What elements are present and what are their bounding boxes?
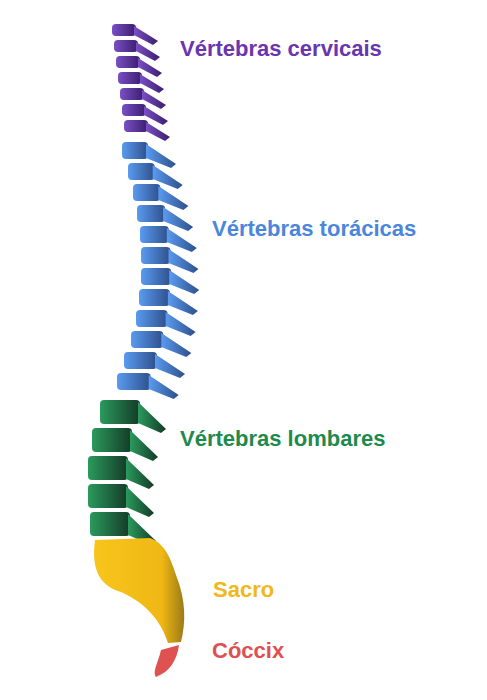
spinous-process — [130, 430, 158, 461]
spinous-process — [138, 58, 162, 77]
vertebra-body — [124, 120, 148, 132]
vertebra-body — [137, 205, 165, 222]
vertebra-body — [136, 310, 168, 327]
vertebra-body — [92, 428, 132, 452]
section-label: Sacro — [213, 577, 274, 603]
spinous-process — [168, 291, 198, 315]
spinous-process — [126, 486, 154, 517]
vertebra-body — [139, 289, 170, 306]
spinous-process — [149, 375, 179, 399]
spinous-process — [146, 122, 170, 141]
spinous-process — [142, 90, 166, 109]
vertebra-body — [88, 456, 128, 480]
spinous-process — [169, 249, 199, 273]
spinous-process — [134, 26, 158, 45]
spinous-process — [126, 458, 154, 489]
vertebra-body — [122, 104, 146, 116]
spinous-process — [166, 312, 196, 336]
vertebra-body — [117, 373, 151, 390]
vertebra-body — [114, 40, 138, 52]
vertebra-body — [118, 72, 142, 84]
section-label: Vértebras lombares — [180, 426, 385, 452]
vertebra-body — [90, 512, 130, 536]
spinous-process — [169, 270, 199, 294]
vertebra-body — [116, 56, 140, 68]
vertebra-body — [133, 184, 160, 201]
vertebra-body — [128, 163, 155, 180]
spinous-process — [138, 402, 166, 433]
spinous-process — [136, 42, 160, 61]
section-label: Vértebras torácicas — [212, 216, 416, 242]
section-label: Vértebras cervicais — [180, 36, 382, 62]
vertebra-body — [112, 24, 136, 36]
spinous-process — [155, 354, 185, 378]
spinous-process — [144, 106, 168, 125]
vertebra-body — [124, 352, 157, 369]
section-label: Cóccix — [212, 638, 284, 664]
vertebra-body — [141, 268, 171, 285]
vertebra-body — [100, 400, 140, 424]
vertebra-body — [141, 247, 171, 264]
spinous-process — [167, 228, 197, 252]
vertebra-body — [88, 484, 128, 508]
spinous-process — [140, 74, 164, 93]
vertebra-body — [120, 88, 144, 100]
vertebra-body — [122, 142, 148, 159]
spinous-process — [161, 333, 191, 357]
vertebra-body — [140, 226, 169, 243]
vertebra-body — [131, 331, 163, 348]
